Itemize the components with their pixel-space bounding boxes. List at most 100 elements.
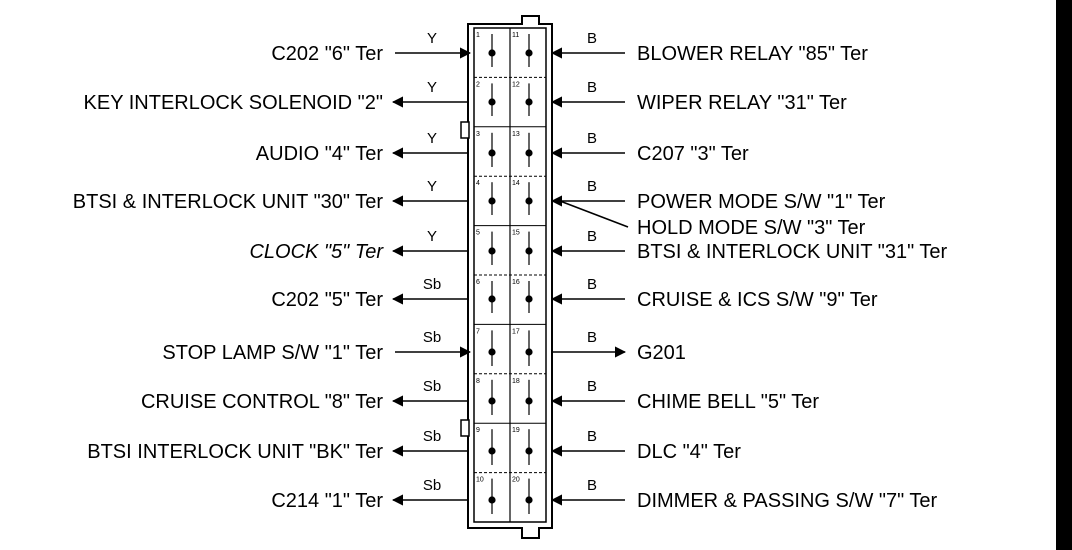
right-edge-bar [1056, 0, 1072, 550]
pin-terminal [488, 247, 496, 255]
pin-number: 18 [512, 378, 520, 385]
branch-wire [559, 200, 629, 228]
terminal-label: C214 "1" Ter [271, 490, 383, 512]
right-wire-pin-11: B BLOWER RELAY "85" Ter [550, 30, 868, 65]
wire-color-code: Sb [423, 276, 441, 293]
pin-number: 1 [476, 32, 480, 39]
pin-number: 5 [476, 230, 480, 237]
pin-number: 7 [476, 328, 480, 335]
wire-color-code: B [587, 428, 597, 445]
wire-color-code: B [587, 477, 597, 494]
pin-number: 20 [512, 477, 520, 484]
right-wire-pin-17: B G201 [552, 329, 686, 364]
left-wire-pin-1: Y C202 "6" Ter [271, 30, 472, 65]
terminal-label: WIPER RELAY "31" Ter [637, 92, 847, 114]
pin-terminal [525, 197, 533, 205]
wire-color-code: Y [427, 30, 437, 47]
right-wire-pin-12: B WIPER RELAY "31" Ter [550, 79, 847, 114]
pin-terminal [525, 247, 533, 255]
wire-color-code: Y [427, 228, 437, 245]
pin-number: 9 [476, 427, 480, 434]
pin-number: 14 [512, 180, 520, 187]
pin-number: 8 [476, 378, 480, 385]
pin-number: 15 [512, 230, 520, 237]
terminal-label: CRUISE CONTROL "8" Ter [141, 391, 383, 413]
wire-color-code: B [587, 30, 597, 47]
terminal-label: POWER MODE S/W "1" Ter [637, 191, 886, 213]
left-wire-pin-4: Y BTSI & INTERLOCK UNIT "30" Ter [73, 178, 468, 213]
pin-terminal [525, 98, 533, 106]
terminal-label-secondary: HOLD MODE S/W "3" Ter [637, 217, 866, 239]
terminal-label: C202 "5" Ter [271, 289, 383, 311]
wire-color-code: Sb [423, 428, 441, 445]
wire-color-code: Y [427, 178, 437, 195]
wire-color-code: B [587, 276, 597, 293]
pin-terminal [488, 447, 496, 455]
pin-terminal [525, 149, 533, 157]
pin-number: 16 [512, 279, 520, 286]
right-wire-pin-13: B C207 "3" Ter [550, 130, 749, 165]
pin-terminal [525, 496, 533, 504]
terminal-label: BTSI INTERLOCK UNIT "BK" Ter [87, 441, 383, 463]
pin-terminal [525, 447, 533, 455]
pin-number: 2 [476, 81, 480, 88]
pin-terminal [488, 348, 496, 356]
right-wire-pin-16: B CRUISE & ICS S/W "9" Ter [550, 276, 878, 311]
pin-number: 11 [512, 32, 519, 39]
wire-color-code: Sb [423, 378, 441, 395]
right-wire-pin-15: B BTSI & INTERLOCK UNIT "31" Ter [550, 228, 948, 263]
pin-number: 3 [476, 131, 480, 138]
pin-number: 17 [512, 328, 520, 335]
terminal-label: BLOWER RELAY "85" Ter [637, 43, 868, 65]
pin-number: 13 [512, 131, 520, 138]
pin-terminal [488, 496, 496, 504]
right-wire-pin-20: B DIMMER & PASSING S/W "7" Ter [550, 477, 938, 512]
wire-color-code: B [587, 130, 597, 147]
terminal-label: STOP LAMP S/W "1" Ter [162, 342, 383, 364]
wire-color-code: Y [427, 130, 437, 147]
pin-terminal [488, 49, 496, 57]
pin-terminal [525, 49, 533, 57]
terminal-label: C207 "3" Ter [637, 143, 749, 165]
wire-color-code: B [587, 79, 597, 96]
pin-number: 6 [476, 279, 480, 286]
pin-terminal [488, 295, 496, 303]
pin-terminal [525, 295, 533, 303]
terminal-label: DIMMER & PASSING S/W "7" Ter [637, 490, 938, 512]
pin-terminal [488, 149, 496, 157]
left-wire-pin-3: Y AUDIO "4" Ter [256, 130, 468, 165]
pin-terminal [525, 348, 533, 356]
pin-terminal [488, 197, 496, 205]
wire-color-code: Sb [423, 329, 441, 346]
terminal-label: CRUISE & ICS S/W "9" Ter [637, 289, 878, 311]
pin-terminal [488, 98, 496, 106]
wire-color-code: B [587, 378, 597, 395]
terminal-label: BTSI & INTERLOCK UNIT "30" Ter [73, 191, 384, 213]
pin-number: 19 [512, 427, 520, 434]
wire-color-code: B [587, 178, 597, 195]
wire-color-code: B [587, 329, 597, 346]
pin-terminal [525, 397, 533, 405]
terminal-label: DLC "4" Ter [637, 441, 741, 463]
wire-color-code: Y [427, 79, 437, 96]
pin-number: 12 [512, 81, 520, 88]
terminal-label: KEY INTERLOCK SOLENOID "2" [84, 92, 383, 114]
terminal-label: BTSI & INTERLOCK UNIT "31" Ter [637, 241, 948, 263]
pin-number: 4 [476, 180, 480, 187]
terminal-label: G201 [637, 342, 686, 364]
left-wire-pin-2: Y KEY INTERLOCK SOLENOID "2" [84, 79, 468, 114]
wire-color-code: B [587, 228, 597, 245]
terminal-label: C202 "6" Ter [271, 43, 383, 65]
terminal-label: AUDIO "4" Ter [256, 143, 384, 165]
